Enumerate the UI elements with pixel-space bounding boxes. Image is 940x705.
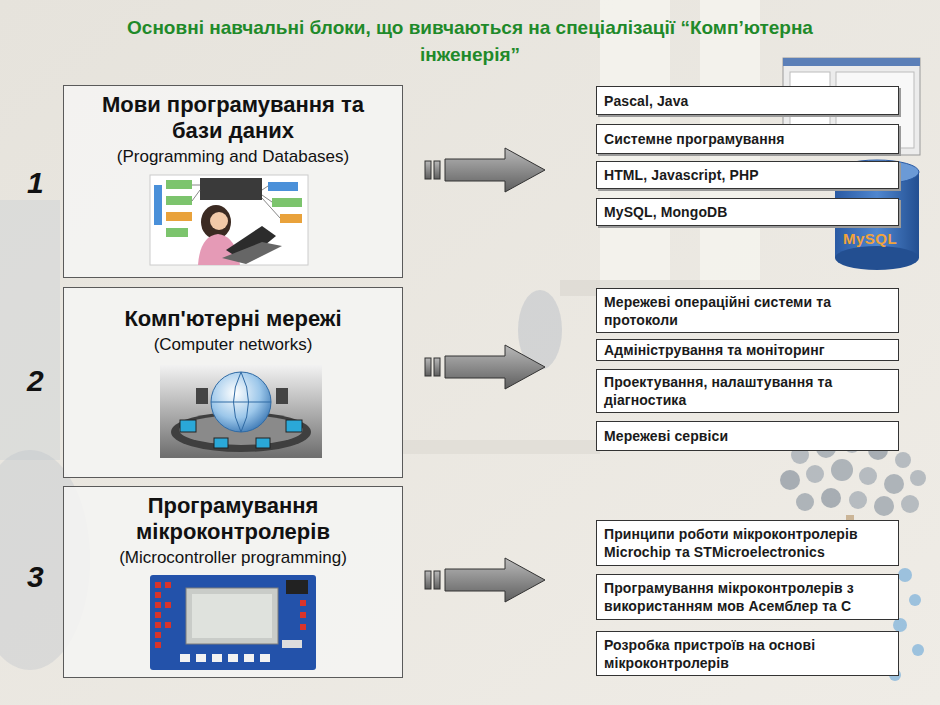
icon-dot bbox=[901, 495, 919, 513]
icon-dot bbox=[780, 470, 800, 490]
icon-dot bbox=[874, 496, 894, 516]
callout-number: 2 bbox=[27, 364, 44, 398]
arrow-stub bbox=[434, 571, 440, 589]
item-text: Розробка пристроїв на основі мікроконтро… bbox=[604, 636, 891, 672]
diagram-title: Основні навчальні блоки, що вивчаються н… bbox=[120, 14, 820, 68]
icon-dot bbox=[909, 594, 921, 606]
topic-item: Системне програмування bbox=[596, 124, 899, 154]
topic-item: Мережеві сервіси bbox=[596, 421, 899, 451]
topic-item: MySQL, MongoDB bbox=[596, 198, 899, 226]
item-text: Мережеві сервіси bbox=[604, 427, 728, 445]
icon-dot bbox=[821, 488, 841, 508]
block-subtitle: (Programming and Databases) bbox=[64, 146, 402, 168]
block-arrow bbox=[425, 558, 545, 602]
item-text: Принципи роботи мікроконтролерів Microch… bbox=[604, 525, 891, 561]
logo-text: MySQL bbox=[843, 230, 897, 247]
cylinder-bottom bbox=[835, 246, 919, 270]
arrow-stub bbox=[434, 161, 440, 179]
person-silhouette bbox=[518, 290, 562, 370]
icon-dot bbox=[806, 465, 824, 483]
topic-item: Програмування мікроконтролерів з викорис… bbox=[596, 574, 899, 620]
icon-dot bbox=[895, 452, 911, 468]
topic-item: Розробка пристроїв на основі мікроконтро… bbox=[596, 631, 899, 676]
item-text: HTML, Javascript, PHP bbox=[604, 166, 759, 184]
item-text: MySQL, MongoDB bbox=[604, 203, 728, 221]
arrow-body bbox=[445, 148, 545, 192]
item-text: Мережеві операційні системи та протоколи bbox=[604, 293, 844, 329]
desk-silhouette bbox=[400, 440, 600, 454]
topic-item: Проектування, налаштування та діагностик… bbox=[596, 369, 899, 413]
title-wrapper: Основні навчальні блоки, що вивчаються н… bbox=[0, 14, 940, 68]
icon-dot bbox=[884, 474, 904, 494]
item-text: Проектування, налаштування та діагностик… bbox=[604, 373, 891, 409]
topic-block: Мови програмування та бази даних(Program… bbox=[63, 85, 403, 278]
block-arrow bbox=[425, 148, 545, 192]
arrow-stub bbox=[434, 358, 440, 376]
block-subtitle: (Computer networks) bbox=[64, 334, 402, 356]
callout-number: 1 bbox=[27, 166, 44, 200]
block-arrow bbox=[425, 345, 545, 389]
topic-block: Комп'ютерні мережі(Computer networks) bbox=[63, 287, 403, 478]
item-text: Програмування мікроконтролерів з викорис… bbox=[604, 579, 868, 615]
icon-dot bbox=[893, 618, 907, 632]
icon-dot bbox=[849, 491, 867, 509]
icon-dot bbox=[796, 493, 814, 511]
topic-item: Адміністрування та моніторинг bbox=[596, 339, 899, 361]
block-heading: Програмування мікроконтролерів bbox=[73, 493, 393, 545]
topic-item: Pascal, Java bbox=[596, 86, 899, 115]
topic-block: Програмування мікроконтролерів(Microcont… bbox=[63, 486, 403, 678]
callout-number: 3 bbox=[27, 560, 44, 594]
icon-dot bbox=[898, 568, 912, 582]
arrow-stub bbox=[425, 571, 431, 589]
topic-item: Мережеві операційні системи та протоколи bbox=[596, 288, 899, 333]
arrow-stub bbox=[425, 358, 431, 376]
item-text: Системне програмування bbox=[604, 130, 785, 148]
block-heading: Комп'ютерні мережі bbox=[73, 306, 393, 332]
monitor-silhouette bbox=[0, 200, 60, 460]
arrow-body bbox=[445, 345, 545, 389]
icon-dot bbox=[859, 467, 877, 485]
topic-item: Принципи роботи мікроконтролерів Microch… bbox=[596, 520, 899, 566]
block-heading: Мови програмування та бази даних bbox=[83, 92, 383, 144]
arrow-body bbox=[445, 558, 545, 602]
icon-dot bbox=[910, 470, 926, 486]
item-text: Адміністрування та моніторинг bbox=[604, 341, 825, 359]
icon-dot bbox=[912, 644, 924, 656]
icon-dot bbox=[831, 459, 853, 481]
item-text: Pascal, Java bbox=[604, 92, 689, 110]
screenshot-titlebar bbox=[783, 58, 920, 66]
topic-item: HTML, Javascript, PHP bbox=[596, 161, 899, 189]
block-subtitle: (Microcontroller programming) bbox=[64, 547, 402, 569]
arrow-stub bbox=[425, 161, 431, 179]
